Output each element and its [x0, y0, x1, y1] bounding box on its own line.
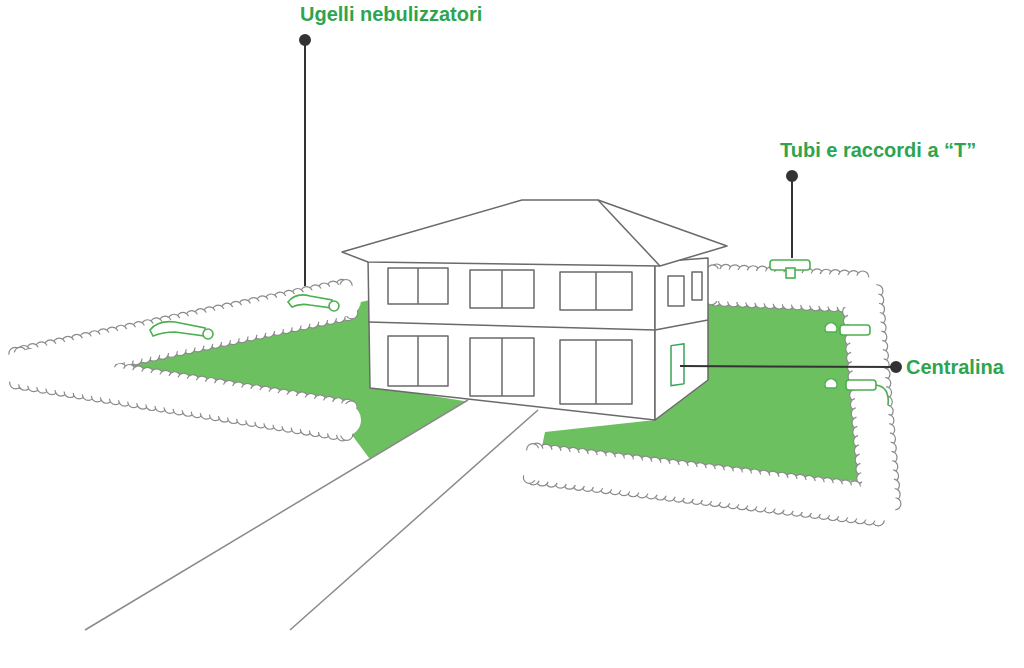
door-mullion [501, 338, 503, 396]
door [388, 336, 448, 386]
window-mullion [595, 272, 597, 310]
house-front-wall [368, 258, 655, 420]
door [560, 340, 632, 404]
hedge-body [18, 300, 345, 420]
nozzle [288, 295, 332, 308]
hedge-bump [784, 268, 796, 280]
window [388, 268, 702, 404]
window [470, 270, 534, 308]
driveway-surface [85, 400, 538, 630]
nozzle-head [329, 301, 339, 311]
nozzle [846, 380, 876, 390]
leader-line [791, 176, 793, 258]
floor-band [655, 320, 708, 330]
t-fitting [786, 268, 795, 278]
nozzle [150, 322, 205, 336]
nozzle-head [825, 323, 837, 332]
driveway-edge [85, 400, 468, 630]
roof [342, 200, 727, 266]
nozzle-head [203, 329, 213, 339]
floor-band [368, 322, 655, 330]
door-mullion [417, 336, 419, 386]
roof-ridge [598, 200, 660, 266]
window [388, 268, 448, 304]
callout-label: Tubi e raccordi a “T” [780, 138, 976, 162]
leader-line [680, 366, 896, 367]
leader-line [304, 40, 306, 286]
callout-label: Ugelli nebulizzatori [300, 2, 482, 26]
hedge-scallops [523, 264, 901, 526]
window [692, 272, 702, 300]
driveway [85, 400, 538, 630]
door [470, 338, 534, 396]
nozzle-head [825, 379, 837, 388]
house-side-wall [655, 258, 708, 420]
nozzle-pipe [876, 385, 888, 405]
nozzles [150, 260, 888, 405]
driveway-edge [290, 410, 538, 630]
door-mullion [595, 340, 597, 404]
hedge-scallops [9, 279, 358, 440]
window-mullion [417, 268, 419, 304]
leader-lines [300, 35, 901, 372]
leader-dot [300, 35, 310, 45]
leader-dot [891, 362, 901, 372]
house [342, 200, 727, 420]
window-mullion [501, 270, 503, 308]
control-unit [671, 344, 684, 386]
window [668, 276, 684, 306]
nozzle [840, 325, 870, 335]
leader-dot [787, 171, 797, 181]
callout-label: Centralina [906, 355, 1004, 379]
window [560, 272, 632, 310]
